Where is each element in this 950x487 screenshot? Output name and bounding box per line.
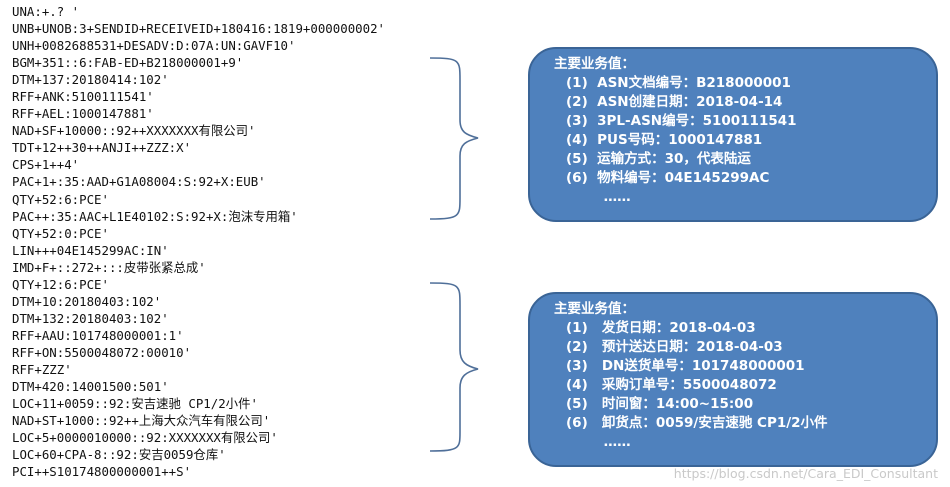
edi-segment-line: PAC++:35:AAC+L1E40102:S:92+X:泡沫专用箱' [12, 208, 298, 224]
edi-segment-line: RFF+ANK:5100111541' [12, 89, 154, 105]
box2-item: (3) DN送货单号：101748000001 [566, 358, 805, 374]
box1-title: 主要业务值： [554, 56, 635, 72]
box2-item: (6) 卸货点：0059/安吉速驰 CP1/2小件 [566, 415, 828, 431]
watermark: https://blog.csdn.net/Cara_EDI_Consultan… [673, 466, 938, 481]
edi-segment-line: PCI++S10174800000001++S' [12, 464, 192, 480]
edi-segment-line: PAC+1+:35:AAD+G1A08004:S:92+X:EUB' [12, 174, 266, 190]
edi-segment-line: BGM+351::6:FAB-ED+B218000001+9' [12, 55, 244, 71]
box1-item: (4) PUS号码：1000147881 [566, 132, 763, 148]
edi-segment-line: TDT+12++30++ANJI++ZZZ:X' [12, 140, 192, 156]
box2-item: (5) 时间窗：14:00~15:00 [566, 396, 754, 412]
edi-segment-line: UNB+UNOB:3+SENDID+RECEIVEID+180416:1819+… [12, 21, 385, 37]
business-values-box-2: 主要业务值： (1) 发货日期：2018-04-03 (2) 预计送达日期：201… [528, 292, 938, 467]
edi-segment-line: UNH+0082688531+DESADV:D:07A:UN:GAVF10' [12, 38, 296, 54]
box1-item: (2) ASN创建日期：2018-04-14 [566, 94, 783, 110]
box1-item: (1) ASN文档编号：B218000001 [566, 75, 791, 91]
edi-segment-line: LOC+5+0000010000::92:XXXXXXX有限公司' [12, 430, 278, 446]
box1-item: …… [566, 189, 631, 205]
box1-item: (6) 物料编号：04E145299AC [566, 170, 770, 186]
brace-bottom [429, 282, 479, 452]
edi-segment-line: RFF+ON:5500048072:00010' [12, 344, 192, 360]
edi-segment-line: IMD+F+::272+:::皮带张紧总成' [12, 259, 206, 275]
edi-segment-line: CPS+1++4' [12, 157, 80, 173]
edi-segment-line: UNA:+.? ' [12, 4, 80, 19]
edi-segment-line: QTY+12:6:PCE' [12, 276, 109, 292]
edi-segment-line: QTY+52:6:PCE' [12, 191, 109, 207]
box1-item: (5) 运输方式：30，代表陆运 [566, 151, 751, 167]
box2-item: …… [566, 434, 631, 450]
box2-item: (1) 发货日期：2018-04-03 [566, 320, 756, 336]
box1-item-list: (1) ASN文档编号：B218000001 (2) ASN创建日期：2018-0… [566, 74, 926, 207]
edi-segment-line: DTM+420:14001500:501' [12, 379, 169, 395]
business-values-box-1: 主要业务值： (1) ASN文档编号：B218000001 (2) ASN创建日期… [528, 47, 938, 222]
edi-segment-line: LOC+60+CPA-8::92:安吉0059仓库' [12, 447, 226, 463]
edi-segment-line: NAD+SF+10000::92++XXXXXXX有限公司' [12, 123, 256, 139]
edi-segment-line: QTY+52:0:PCE' [12, 225, 109, 241]
box2-item: (4) 采购订单号：5500048072 [566, 377, 777, 393]
box2-item-list: (1) 发货日期：2018-04-03 (2) 预计送达日期：2018-04-03… [566, 319, 926, 452]
edi-segment-line: DTM+10:20180403:102' [12, 293, 162, 309]
edi-segment-line: DTM+137:20180414:102' [12, 72, 169, 88]
edi-segment-line: RFF+AEL:1000147881' [12, 106, 154, 122]
box1-item: (3) 3PL-ASN编号：5100111541 [566, 113, 797, 129]
edi-segment-line: RFF+AAU:101748000001:1' [12, 327, 184, 343]
box2-item: (2) 预计送达日期：2018-04-03 [566, 339, 783, 355]
brace-top [429, 57, 479, 220]
edi-segment-line: DTM+132:20180403:102' [12, 310, 169, 326]
edi-segment-line: LOC+11+0059::92:安吉速驰 CP1/2小件' [12, 396, 258, 412]
edi-segment-line: NAD+ST+1000::92++上海大众汽车有限公司' [12, 413, 271, 429]
edi-segment-line: LIN+++04E145299AC:IN' [12, 242, 169, 258]
edi-segment-line: RFF+ZZZ' [12, 361, 72, 377]
box2-title: 主要业务值： [554, 301, 635, 317]
edi-message: UNA:+.? ' UNB+UNOB:3+SENDID+RECEIVEID+180… [12, 3, 385, 480]
